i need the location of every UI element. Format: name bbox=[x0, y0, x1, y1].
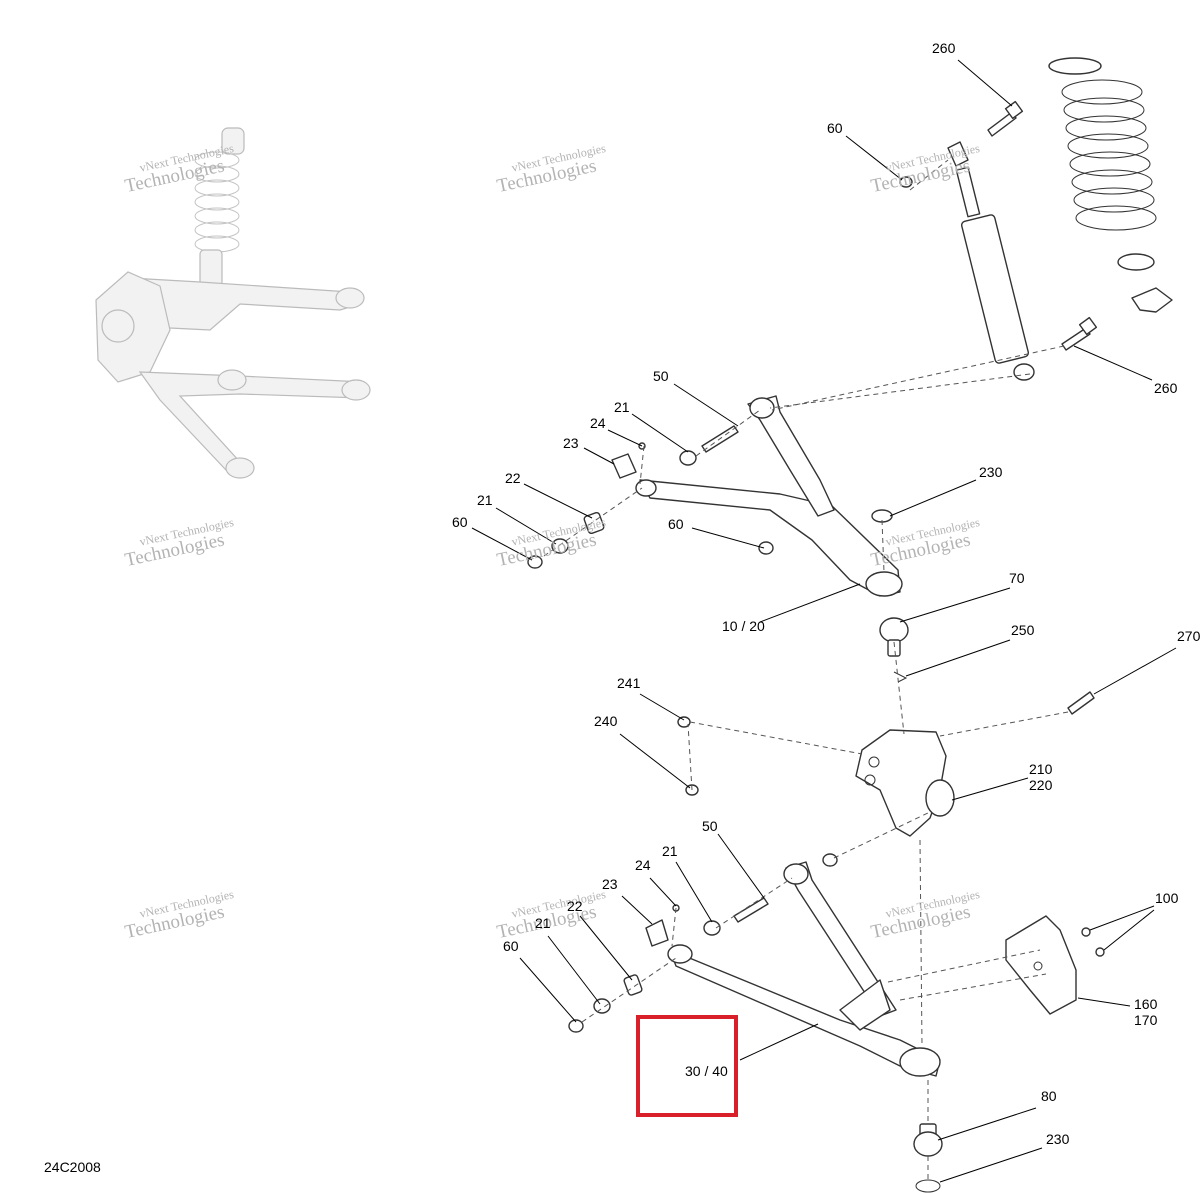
assembly-lines bbox=[543, 159, 1069, 1180]
coil-spring bbox=[1048, 57, 1173, 313]
callout-22-lower: 22 bbox=[567, 898, 583, 914]
a-arm-guard bbox=[1005, 915, 1105, 1015]
callout-80: 80 bbox=[1041, 1088, 1057, 1104]
callout-10-20: 10 / 20 bbox=[722, 618, 765, 634]
steering-knuckle bbox=[677, 691, 1095, 867]
lower-ball-joint bbox=[913, 1123, 943, 1193]
upper-ball-joint bbox=[879, 617, 909, 683]
callout-60-upper-a: 60 bbox=[452, 514, 468, 530]
callout-210-220: 210 220 bbox=[1029, 761, 1053, 793]
callout-230-upper: 230 bbox=[979, 464, 1003, 480]
callout-70: 70 bbox=[1009, 570, 1025, 586]
highlight-box bbox=[636, 1015, 738, 1117]
callout-60-lower: 60 bbox=[503, 938, 519, 954]
callout-270: 270 bbox=[1177, 628, 1200, 644]
overview-suspension-assembly bbox=[95, 127, 371, 479]
callout-21-upper-b: 21 bbox=[477, 492, 493, 508]
callout-230-lower: 230 bbox=[1046, 1131, 1070, 1147]
callout-23-lower: 23 bbox=[602, 876, 618, 892]
callout-50-lower: 50 bbox=[702, 818, 718, 834]
callout-260-top: 260 bbox=[932, 40, 956, 56]
callout-250: 250 bbox=[1011, 622, 1035, 638]
callout-240: 240 bbox=[594, 713, 618, 729]
leader-lines bbox=[471, 59, 1177, 1183]
figure-code: 24C2008 bbox=[44, 1159, 101, 1175]
callout-22-upper: 22 bbox=[505, 470, 521, 486]
callout-60-shock: 60 bbox=[827, 120, 843, 136]
callout-60-upper-b: 60 bbox=[668, 516, 684, 532]
callout-21-lower-b: 21 bbox=[535, 915, 551, 931]
callout-241: 241 bbox=[617, 675, 641, 691]
callout-50-upper: 50 bbox=[653, 368, 669, 384]
callout-21-upper-a: 21 bbox=[614, 399, 630, 415]
callout-24-lower: 24 bbox=[635, 857, 651, 873]
lower-a-arm bbox=[568, 861, 941, 1077]
callout-100: 100 bbox=[1155, 890, 1179, 906]
callout-30-40: 30 / 40 bbox=[685, 1063, 728, 1079]
shock-absorber bbox=[899, 100, 1098, 381]
upper-a-arm bbox=[527, 395, 903, 597]
callout-21-lower-a: 21 bbox=[662, 843, 678, 859]
callout-24-upper: 24 bbox=[590, 415, 606, 431]
callout-260-lower: 260 bbox=[1154, 380, 1178, 396]
callout-160-170: 160 170 bbox=[1134, 996, 1158, 1028]
callout-23-upper: 23 bbox=[563, 435, 579, 451]
